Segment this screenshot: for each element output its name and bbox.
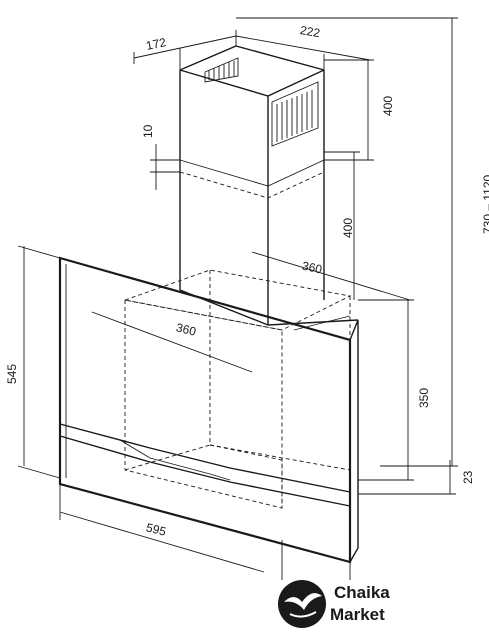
label-body-width: 595 (145, 520, 168, 539)
label-body-height: 545 (5, 364, 19, 384)
label-overlap: 10 (141, 124, 155, 138)
brand-line-1: Chaika (334, 583, 390, 602)
hood-body (58, 256, 359, 564)
brand-line-2: Market (330, 605, 385, 624)
label-chimney-depth: 172 (145, 35, 168, 53)
vent-slots-left (204, 57, 239, 83)
label-chimney-lower-height: 400 (341, 218, 355, 238)
label-body-depth-inner: 360 (175, 320, 198, 339)
dimension-lines (17, 17, 458, 580)
label-chimney-width: 222 (299, 23, 321, 40)
label-body-inner-height: 350 (417, 388, 431, 408)
label-total-height: 730 – 1120 (481, 175, 489, 234)
dimension-labels: 172 222 400 10 400 730 – 1120 360 360 54… (5, 23, 489, 539)
seagull-icon (278, 580, 326, 628)
vent-slots-right (271, 81, 319, 147)
chimney (179, 45, 325, 325)
label-body-depth-top: 360 (301, 259, 324, 277)
chaika-market-logo: Chaika Market (278, 580, 390, 628)
label-bottom-offset: 23 (461, 470, 475, 484)
label-chimney-upper-height: 400 (381, 96, 395, 116)
